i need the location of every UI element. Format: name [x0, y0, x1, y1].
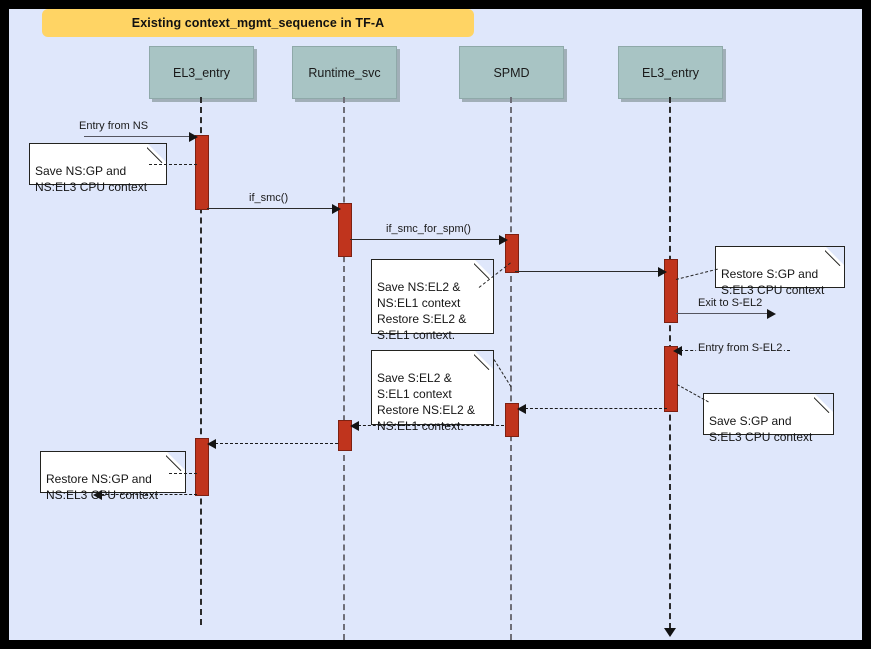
message-if-smc-line	[207, 208, 334, 209]
activation-el3-entry-ns-1	[195, 135, 209, 210]
note-text: Save NS:GP and NS:EL3 CPU context	[35, 164, 148, 194]
note-link-6	[169, 473, 197, 474]
activation-spmd-1	[505, 234, 519, 273]
message-entry-from-ns-arrowhead	[189, 132, 198, 142]
lifeline-el3-entry-ns	[200, 97, 202, 625]
message-if-smc-for-spm-arrowhead	[499, 235, 508, 245]
note-fold-edge-icon	[147, 144, 166, 163]
activation-el3-entry-s-1	[664, 259, 678, 323]
note-link-5	[493, 359, 512, 387]
diagram-canvas: Existing context_mgmt_sequence in TF-A E…	[9, 9, 862, 640]
message-if-smc-for-spm-line	[350, 239, 501, 240]
note-restore-s-gp: Restore S:GP and S:EL3 CPU context	[715, 246, 845, 297]
note-save-s-el2: Save S:EL2 & S:EL1 context Restore NS:EL…	[371, 350, 494, 433]
message-el3-to-spmd-return-line	[525, 408, 667, 409]
message-spmd-to-runtime-return-line	[358, 425, 504, 426]
message-entry-from-ns-line	[84, 136, 191, 137]
note-text: Save NS:EL2 & NS:EL1 context Restore S:E…	[377, 280, 467, 342]
participant-label: SPMD	[493, 65, 530, 80]
note-text: Save S:EL2 & S:EL1 context Restore NS:EL…	[377, 371, 476, 433]
message-entry-from-ns-label: Entry from NS	[77, 120, 151, 132]
note-fold-edge-icon	[814, 394, 833, 413]
note-fold-edge-icon	[825, 247, 844, 266]
participant-el3-entry-s[interactable]: EL3_entry	[618, 46, 723, 99]
note-text: Save S:GP and S:EL3 CPU context	[709, 414, 813, 444]
message-entry-from-sel2-label: Entry from S-EL2	[696, 342, 785, 354]
message-el3-to-spmd-return-arrowhead	[517, 404, 526, 414]
note-link-1	[149, 164, 197, 165]
note-save-ns-el2: Save NS:EL2 & NS:EL1 context Restore S:E…	[371, 259, 494, 342]
note-fold-edge-icon	[166, 452, 185, 471]
message-spmd-to-runtime-return-arrowhead	[350, 421, 359, 431]
diagram-title: Existing context_mgmt_sequence in TF-A	[131, 16, 385, 30]
note-save-s-gp: Save S:GP and S:EL3 CPU context	[703, 393, 834, 444]
participant-runtime-svc[interactable]: Runtime_svc	[292, 46, 397, 99]
diagram-title-banner: Existing context_mgmt_sequence in TF-A	[42, 9, 474, 37]
message-spmd-to-el3-line	[515, 271, 661, 272]
lifeline-runtime-svc	[343, 97, 345, 640]
message-exit-to-sel2-arrowhead	[767, 309, 776, 319]
participant-label: EL3_entry	[173, 65, 230, 80]
note-text: Restore S:GP and S:EL3 CPU context	[721, 267, 825, 297]
message-runtime-to-el3-return-line	[215, 443, 338, 444]
message-if-smc-arrowhead	[332, 204, 341, 214]
activation-spmd-2	[505, 403, 519, 437]
participant-spmd[interactable]: SPMD	[459, 46, 564, 99]
activation-el3-entry-ns-2	[195, 438, 209, 496]
activation-runtime-svc-2	[338, 420, 352, 451]
message-exit-to-sel2-label: Exit to S-EL2	[696, 297, 765, 309]
participant-label: EL3_entry	[642, 65, 699, 80]
note-text: Restore NS:GP and NS:EL3 CPU context	[46, 472, 159, 502]
message-if-smc-label: if_smc()	[247, 192, 291, 204]
note-save-ns-gp: Save NS:GP and NS:EL3 CPU context	[29, 143, 167, 194]
message-runtime-to-el3-return-arrowhead	[207, 439, 216, 449]
message-if-smc-for-spm-label: if_smc_for_spm()	[384, 223, 473, 235]
message-entry-from-sel2-arrowhead	[673, 346, 682, 356]
note-fold-edge-icon	[474, 351, 493, 370]
lifeline-spmd	[510, 97, 512, 640]
message-exit-to-sel2-line	[676, 313, 771, 314]
lifeline-end-arrow-el3-entry-s	[664, 628, 676, 637]
note-fold-edge-icon	[474, 260, 493, 279]
message-spmd-to-el3-arrowhead	[658, 267, 667, 277]
participant-el3-entry-ns[interactable]: EL3_entry	[149, 46, 254, 99]
activation-el3-entry-s-2	[664, 346, 678, 412]
participant-label: Runtime_svc	[308, 65, 381, 80]
activation-runtime-svc-1	[338, 203, 352, 257]
note-link-3	[675, 268, 718, 280]
message-el3-exit-return-line	[101, 494, 197, 495]
note-restore-ns-gp: Restore NS:GP and NS:EL3 CPU context	[40, 451, 186, 502]
message-el3-exit-return-arrowhead	[93, 490, 102, 500]
